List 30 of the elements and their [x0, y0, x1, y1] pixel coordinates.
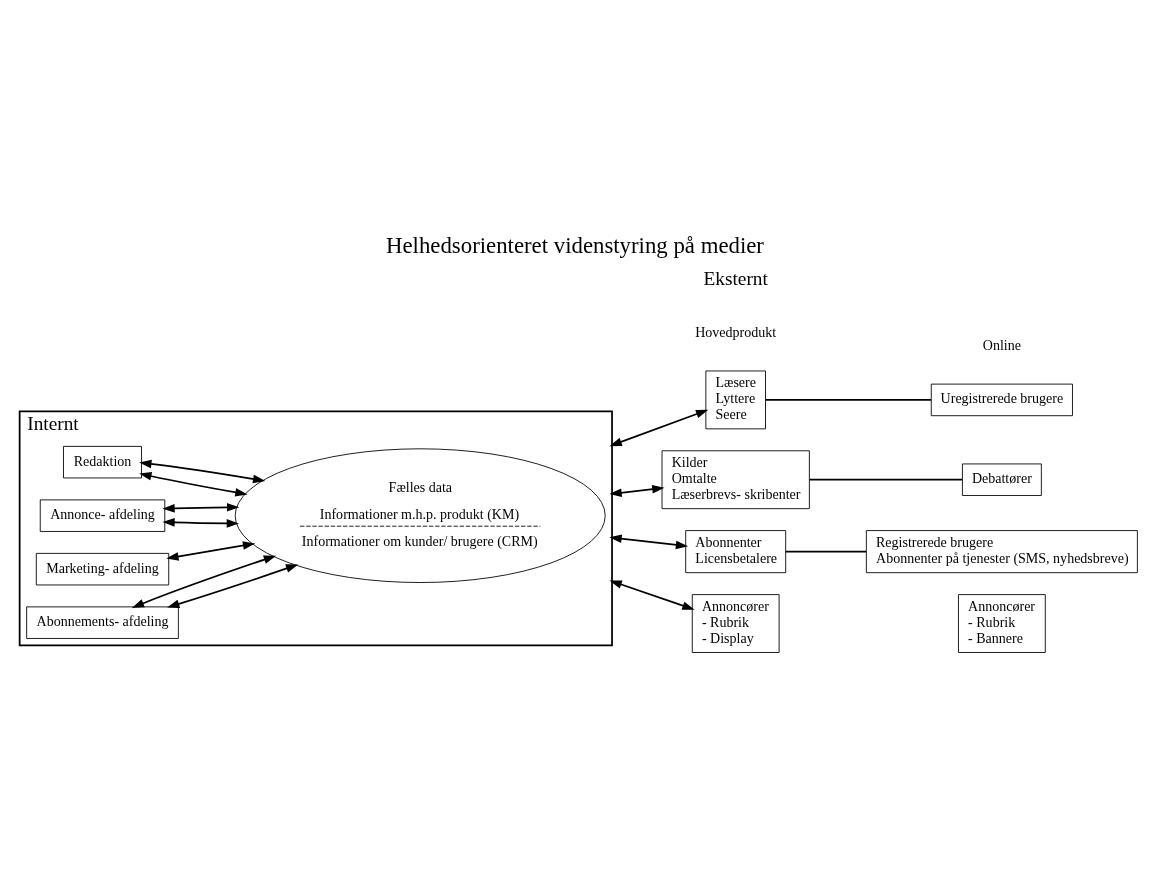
diagram-title: Helhedsorienteret videnstyring på medier: [386, 233, 764, 259]
node-box: Registrerede brugere Abonnenter på tjenester (SMS, nyhedsbreve): [865, 530, 1138, 574]
node-box: Kilder Omtalte Læserbrevs- skribenter: [661, 450, 810, 510]
arrow: [167, 564, 299, 609]
arrow: [139, 471, 248, 497]
node-box: Debattører: [961, 463, 1042, 496]
arrow: [162, 503, 240, 513]
arrow: [609, 484, 665, 497]
node-box: Abonnements- afdeling: [26, 606, 179, 639]
label: Hovedprodukt: [695, 323, 777, 340]
node-box: Annonce- afdeling: [39, 499, 166, 532]
arrow: [162, 518, 239, 528]
connector: [808, 478, 964, 481]
connector: [764, 399, 932, 401]
label: Online: [982, 336, 1021, 353]
label: Eksternt: [703, 267, 768, 289]
arrow: [609, 409, 709, 447]
arrow: [609, 580, 695, 610]
node-box: Uregistrerede brugere: [930, 383, 1073, 417]
connector: [784, 550, 867, 553]
node-box: Abonnenter Licensbetalere: [685, 530, 787, 574]
arrow: [609, 534, 689, 550]
arrow: [131, 555, 277, 608]
node-box: Annoncører - Rubrik - Bannere: [958, 594, 1046, 653]
arrow: [139, 459, 266, 484]
node-box: Redaktion: [63, 445, 142, 479]
node-box: Læsere Lyttere Seere: [705, 370, 766, 430]
node-box: Marketing- afdeling: [35, 552, 170, 586]
node-box: Annoncører - Rubrik - Display: [691, 594, 780, 653]
arrow: [166, 541, 256, 561]
